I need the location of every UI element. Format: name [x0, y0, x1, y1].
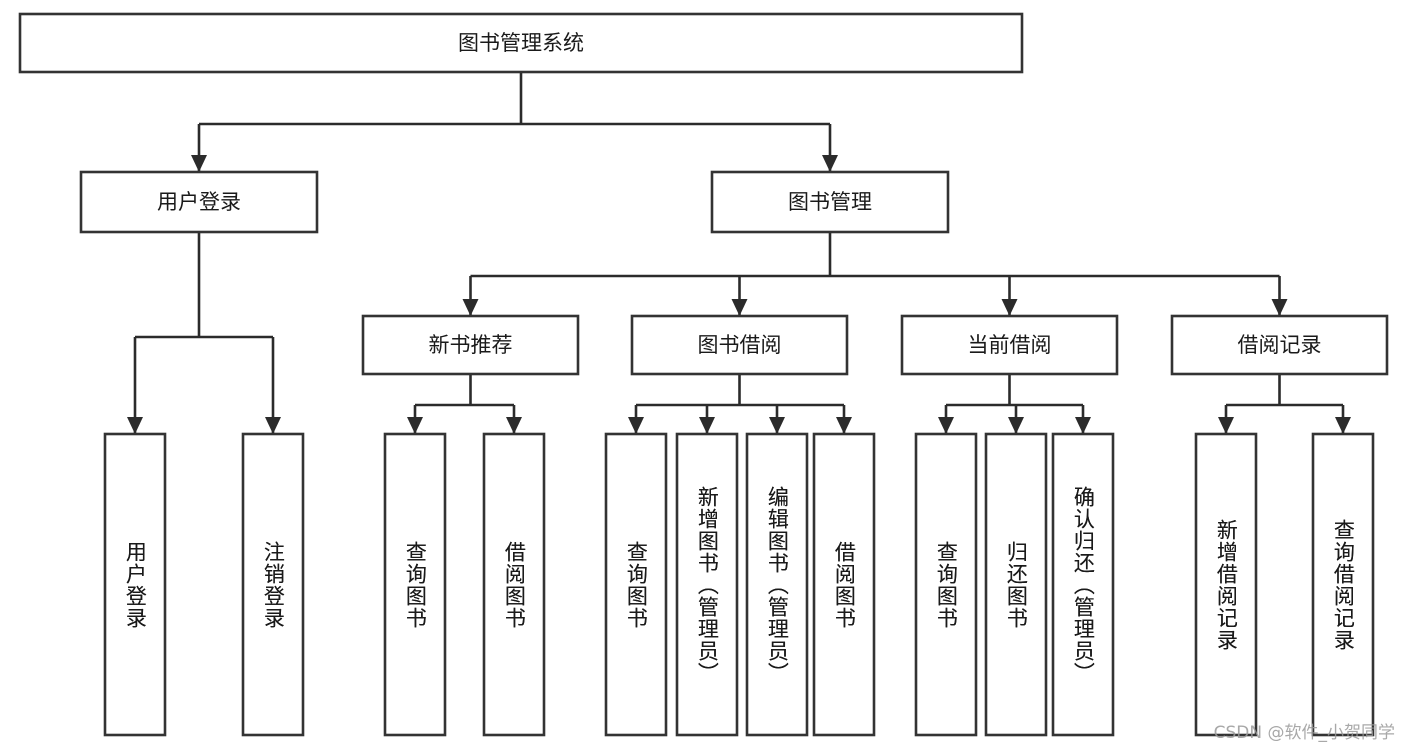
node-box-leaf-user-logout[interactable]	[241, 432, 305, 737]
node-label-user-login: 用户登录	[157, 190, 241, 214]
node-box-leaf-borrow-book-2[interactable]	[812, 432, 876, 737]
connector-arrowhead	[628, 417, 644, 434]
node-label-new-book-recommend: 新书推荐	[429, 333, 513, 357]
connector-arrowhead	[407, 417, 423, 434]
connector-arrowhead	[1335, 417, 1351, 434]
node-box-leaf-query-book-2[interactable]	[604, 432, 668, 737]
node-box-leaf-query-book-1[interactable]	[383, 432, 447, 737]
node-box-root[interactable]	[18, 12, 1024, 74]
node-label-book-borrow: 图书借阅	[698, 333, 782, 357]
connector-arrowhead	[938, 417, 954, 434]
connector-arrowhead	[1075, 417, 1091, 434]
node-box-leaf-edit-book[interactable]	[745, 432, 809, 737]
connector-layer	[127, 72, 1351, 434]
node-box-leaf-query-record[interactable]	[1311, 432, 1375, 737]
connector-arrowhead	[731, 299, 748, 316]
connector-arrowhead	[1008, 417, 1024, 434]
connector-arrowhead	[191, 155, 207, 172]
node-box-leaf-borrow-book-1[interactable]	[482, 432, 546, 737]
connector-arrowhead	[1271, 299, 1288, 316]
node-box-leaf-query-book-3[interactable]	[914, 432, 978, 737]
connector-arrowhead	[1218, 417, 1234, 434]
connector-arrowhead	[699, 417, 715, 434]
connector-arrowhead	[506, 417, 522, 434]
node-box-borrow-record[interactable]	[1170, 314, 1389, 376]
node-box-leaf-user-login[interactable]	[103, 432, 167, 737]
node-box-layer	[18, 12, 1389, 737]
connector-arrowhead	[836, 417, 852, 434]
connector-arrowhead	[462, 299, 479, 316]
node-box-leaf-return-book[interactable]	[984, 432, 1048, 737]
node-box-book-borrow[interactable]	[630, 314, 849, 376]
connector-arrowhead	[1001, 299, 1018, 316]
node-label-book-manage: 图书管理	[788, 190, 872, 214]
node-box-book-manage[interactable]	[710, 170, 950, 234]
connector-arrowhead	[822, 155, 838, 172]
connector-arrowhead	[265, 417, 281, 434]
node-box-current-borrow[interactable]	[900, 314, 1119, 376]
connector-arrowhead	[769, 417, 785, 434]
node-label-root: 图书管理系统	[458, 31, 584, 55]
node-box-leaf-add-record[interactable]	[1194, 432, 1258, 737]
connector-arrowhead	[127, 417, 143, 434]
node-label-current-borrow: 当前借阅	[968, 333, 1052, 357]
node-label-borrow-record: 借阅记录	[1238, 333, 1322, 357]
node-box-new-book-recommend[interactable]	[361, 314, 580, 376]
node-box-leaf-confirm-return[interactable]	[1051, 432, 1115, 737]
node-box-user-login[interactable]	[79, 170, 319, 234]
node-box-leaf-add-book[interactable]	[675, 432, 739, 737]
